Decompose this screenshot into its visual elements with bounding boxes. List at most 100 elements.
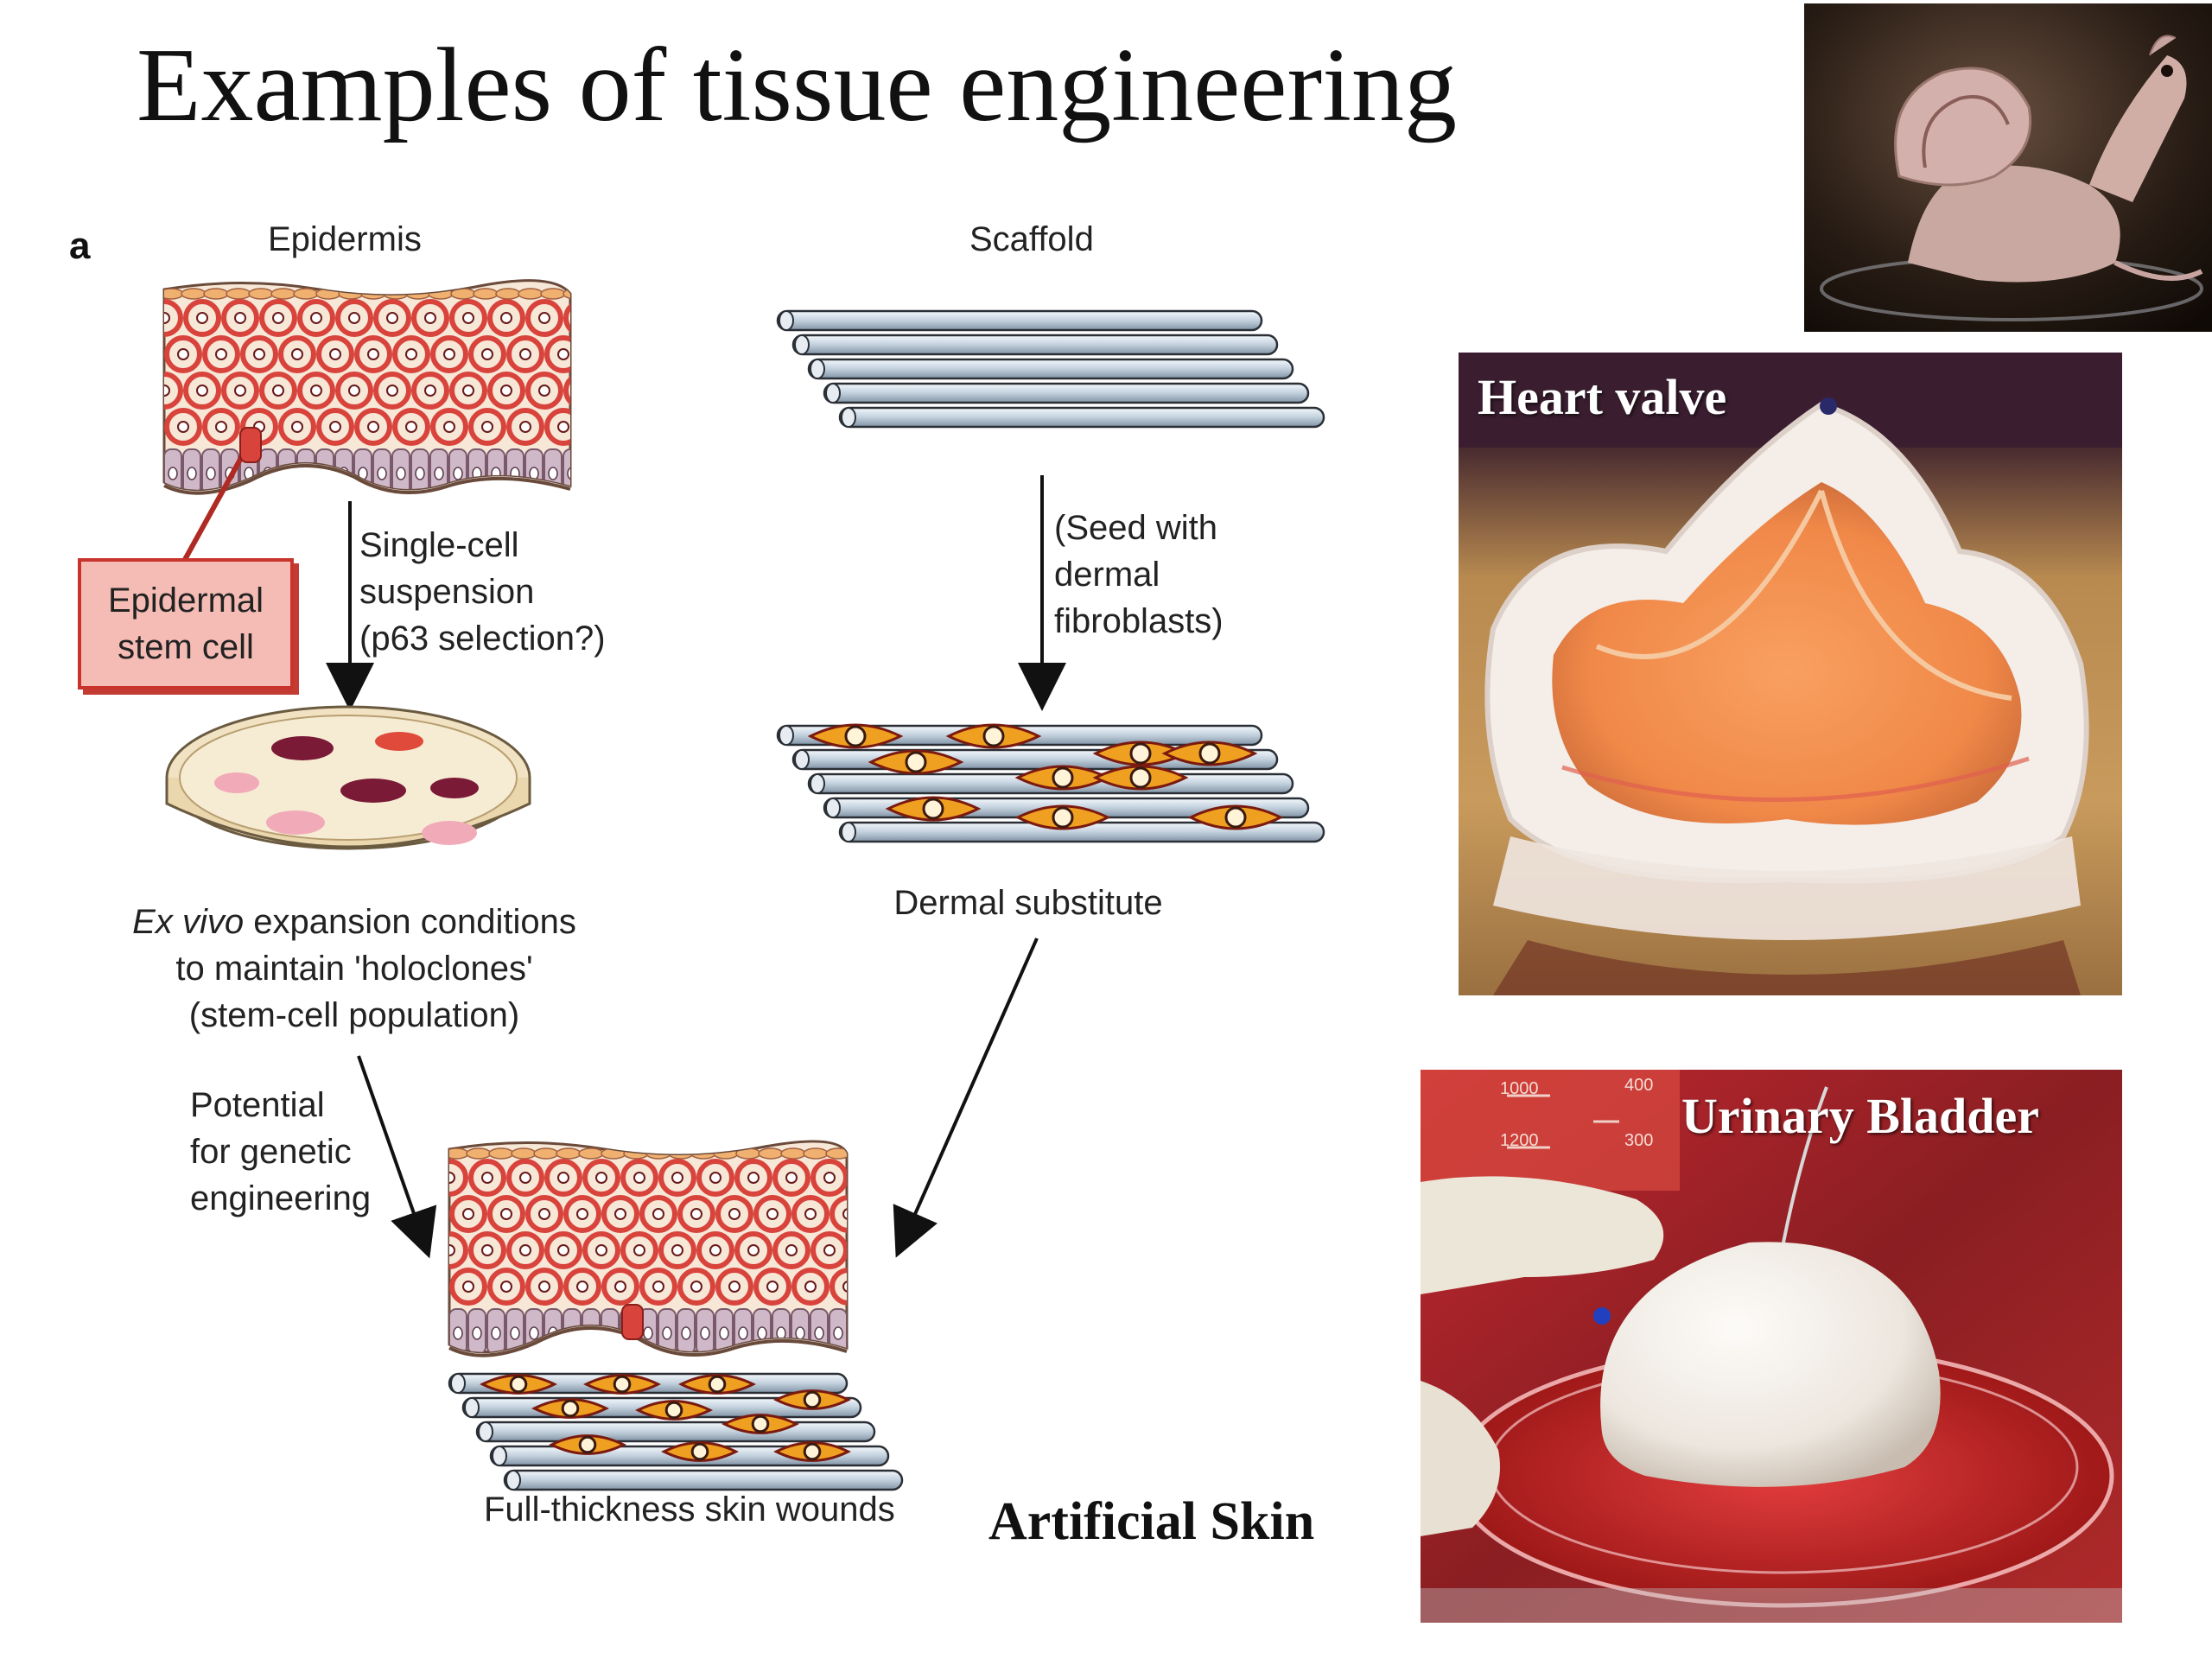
basal-cell (582, 1308, 601, 1352)
spinous-nucleus (196, 385, 208, 397)
spinous-nucleus (481, 348, 493, 360)
basal-nucleus (453, 1326, 463, 1340)
spinous-nucleus (766, 1281, 779, 1293)
full-thickness-fibroblasts (480, 1374, 851, 1462)
fibroblast-nucleus (751, 1414, 770, 1433)
spinous-cell (164, 372, 183, 410)
rod-end (794, 749, 810, 770)
fibroblast-nucleus (509, 1375, 528, 1394)
ex-vivo-rest: expansion conditions (244, 903, 576, 941)
spinous-nucleus (690, 1281, 702, 1293)
highlighted-stem-cell (239, 427, 262, 463)
rod-end (779, 310, 794, 331)
fibroblast-nucleus (561, 1399, 580, 1418)
granular-cell (533, 1147, 559, 1160)
granular-cell (203, 288, 229, 300)
spinous-nucleus (538, 385, 550, 397)
dermal-fibroblast-cells (807, 723, 1284, 830)
ear-mouse-image (1804, 3, 2212, 332)
rod-end (478, 1421, 493, 1442)
full-thickness-label: Full-thickness skin wounds (484, 1491, 895, 1529)
basal-nucleus (814, 1326, 824, 1340)
spinous-nucleus (652, 1281, 664, 1293)
suspension-line-1: Single-cell (359, 526, 519, 564)
fibroblast-nucleus (1052, 766, 1074, 789)
spinous-nucleus (633, 1244, 645, 1256)
ex-vivo-text: Ex vivo expansion conditions to maintain… (104, 899, 605, 1039)
urinary-bladder-photo: 1000 1200 400 300 Urinary Bladder (1421, 1070, 2122, 1623)
spinous-nucleus (462, 312, 474, 324)
spinous-nucleus (519, 1244, 531, 1256)
basal-nucleus (453, 467, 463, 480)
spinous-cell (164, 299, 183, 337)
basal-nucleus (833, 1326, 843, 1340)
ex-vivo-line-1: Ex vivo expansion conditions (104, 899, 605, 945)
ex-vivo-line-2: to maintain 'holoclones' (175, 950, 533, 988)
granular-cell (825, 1147, 847, 1160)
heart-valve-label: Heart valve (1478, 369, 1727, 425)
arrow-dish-to-skin (357, 1055, 437, 1259)
spinous-nucleus (709, 1172, 721, 1184)
fibroblast-nucleus (1224, 806, 1247, 829)
basal-nucleus (510, 1326, 520, 1340)
spinous-nucleus (367, 421, 379, 433)
spinous-cell (449, 1231, 468, 1269)
spinous-nucleus (595, 1172, 607, 1184)
scaffold-rods (776, 309, 1325, 429)
scaffold-rod (823, 382, 1310, 404)
suspension-line-2: suspension (359, 573, 535, 611)
genetic-line-3: engineering (190, 1179, 372, 1217)
spinous-nucleus (804, 1208, 817, 1220)
spinous-nucleus (443, 421, 455, 433)
ex-vivo-italic: Ex vivo (132, 903, 245, 941)
spinous-nucleus (785, 1244, 798, 1256)
urinary-bladder-image: 1000 1200 400 300 (1421, 1070, 2122, 1623)
granular-cell (556, 1147, 582, 1160)
spinous-nucleus (164, 385, 170, 397)
beaker-mark-300: 300 (1624, 1131, 1653, 1150)
spinous-nucleus (500, 385, 512, 397)
spinous-nucleus (272, 385, 284, 397)
spinous-nucleus (557, 348, 569, 360)
fibroblast-nucleus (1052, 806, 1074, 829)
granular-cell (488, 1147, 514, 1160)
spinous-nucleus (576, 1281, 588, 1293)
fibroblast-nucleus (1129, 766, 1152, 789)
spinous-nucleus (766, 1208, 779, 1220)
seed-line-3: fibroblasts) (1054, 602, 1224, 640)
rod-end (492, 1446, 507, 1466)
basal-nucleus (795, 1326, 805, 1340)
basal-nucleus (776, 1326, 786, 1340)
fibroblast-nucleus (690, 1442, 709, 1461)
scaffold-rod (475, 1421, 876, 1443)
basal-nucleus (757, 1326, 767, 1340)
spinous-cell (563, 299, 570, 337)
spinous-nucleus (557, 1244, 569, 1256)
spinous-nucleus (177, 421, 189, 433)
granular-cell (540, 288, 566, 300)
basal-nucleus (415, 467, 425, 480)
spinous-nucleus (538, 1281, 550, 1293)
artificial-skin-caption: Artificial Skin (988, 1492, 1315, 1551)
spinous-nucleus (348, 385, 360, 397)
fibroblast-nucleus (982, 725, 1005, 747)
spinous-nucleus (215, 421, 227, 433)
rod-end (825, 798, 841, 818)
rod-end (450, 1373, 466, 1394)
stem-box-line-2: stem cell (118, 628, 254, 666)
basal-nucleus (301, 467, 311, 480)
spinous-nucleus (386, 312, 398, 324)
spinous-nucleus (842, 1281, 847, 1293)
basal-cell (296, 448, 315, 490)
spinous-cell (449, 1159, 468, 1197)
granular-cell (780, 1147, 806, 1160)
spinous-nucleus (671, 1172, 683, 1184)
fibroblast-nucleus (664, 1401, 683, 1420)
basal-nucleus (643, 1326, 653, 1340)
spinous-nucleus (576, 1208, 588, 1220)
rod-end (810, 359, 825, 379)
spinous-cell (830, 1195, 847, 1233)
spinous-nucleus (614, 1281, 626, 1293)
spinous-nucleus (424, 385, 436, 397)
epidermal-stem-cell-box: Epidermal stem cell (78, 558, 294, 690)
